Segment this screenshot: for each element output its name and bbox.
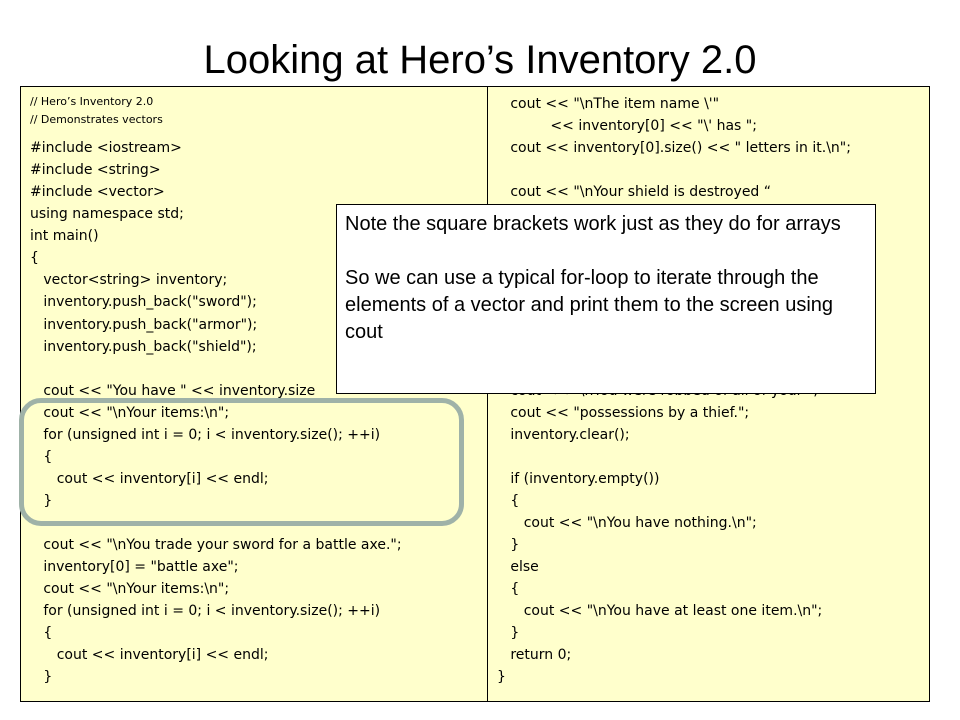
right-code-line: cout << inventory[0].size() << " letters… [497, 140, 851, 157]
right-code-line: cout << "possessions by a thief."; [497, 404, 750, 421]
right-code-line: } [497, 669, 506, 686]
left-code-line: // Demonstrates vectors [30, 113, 163, 126]
right-code-line: return 0; [497, 647, 572, 664]
left-code-line: for (unsigned int i = 0; i < inventory.s… [30, 426, 381, 443]
right-code-line: { [497, 492, 520, 509]
left-code-line: cout << inventory[i] << endl; [30, 647, 269, 664]
left-code-line: cout << "\nYou trade your sword for a ba… [30, 537, 402, 553]
left-code-line: } [30, 492, 53, 509]
callout-text-for-loop: So we can use a typical for-loop to iter… [345, 267, 834, 343]
for-loop-highlight [19, 398, 464, 526]
left-code-line: { [30, 250, 39, 267]
left-code-line: { [30, 448, 53, 465]
left-code-line: cout << inventory[i] << endl; [30, 470, 269, 487]
left-code-line: } [30, 669, 53, 686]
left-code-line: cout << "You have " << inventory.size [30, 382, 316, 399]
right-code-line: } [497, 625, 520, 642]
right-code-line: << inventory[0] << "\' has "; [497, 118, 757, 135]
left-code-line: // Hero’s Inventory 2.0 [30, 95, 154, 108]
left-code-panel: // Hero’s Inventory 2.0 // Demonstrates v… [20, 86, 488, 702]
left-code-line: inventory.push_back("armor"); [30, 316, 258, 333]
left-code-line: cout << "\nYour items:\n"; [30, 404, 230, 421]
callout-text-brackets: Note the square brackets work just as th… [345, 213, 841, 235]
left-code-line: inventory[0] = "battle axe"; [30, 559, 239, 576]
right-code-line: cout << "\nThe item name \'" [497, 96, 720, 112]
left-code-line: inventory.push_back("sword"); [30, 294, 257, 311]
right-code-panel: cout << "\nThe item name \'" << inventor… [487, 86, 930, 702]
left-code-line: for (unsigned int i = 0; i < inventory.s… [30, 603, 381, 620]
right-code-line: else [497, 559, 539, 576]
left-code-line: #include <vector> [30, 184, 165, 201]
left-code-line: cout << "\nYour items:\n"; [30, 581, 230, 598]
right-code-line: inventory.clear(); [497, 426, 630, 443]
left-code-line: using namespace std; [30, 206, 184, 223]
right-code-line: cout << "\nYour shield is destroyed “ [497, 184, 772, 201]
slide-title: Looking at Hero’s Inventory 2.0 [203, 38, 757, 82]
left-code-line: inventory.push_back("shield"); [30, 338, 257, 355]
right-code-line: cout << "\nYou have at least one item.\n… [497, 603, 823, 620]
right-code-line: cout << "\nYou have nothing.\n"; [497, 514, 757, 531]
left-code-line: { [30, 625, 53, 642]
note-callout: Note the square brackets work just as th… [336, 204, 876, 394]
left-code-line: vector<string> inventory; [30, 272, 228, 289]
right-code-line: { [497, 581, 520, 598]
left-code-line: int main() [30, 228, 99, 245]
right-code-line: } [497, 537, 520, 553]
left-code-line: #include <iostream> [30, 140, 182, 157]
right-code-line: if (inventory.empty()) [497, 470, 660, 487]
left-code-line: #include <string> [30, 162, 161, 179]
